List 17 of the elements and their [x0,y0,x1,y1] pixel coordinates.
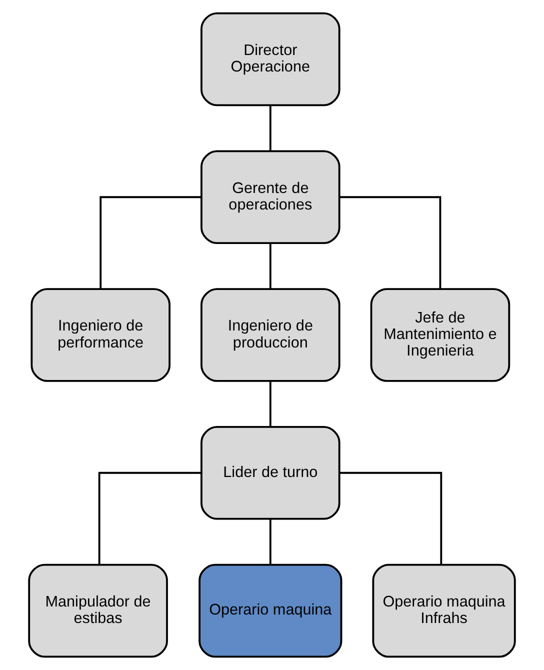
connector [98,472,202,564]
node-box: Gerente de operaciones [200,150,340,244]
node-box: Operario maquina Infrahs [372,564,516,658]
node-box: Jefe de Mantenimiento e Ingenieria [370,288,510,382]
connector [339,196,442,289]
node-box: Ingeniero de produccion [200,288,340,382]
connector [339,472,442,564]
node-box: Lider de turno [200,426,340,520]
connector [269,519,272,564]
connector [269,106,272,151]
node-box: Ingeniero de performance [30,288,170,382]
connector [269,243,272,289]
node-box: Director Operacione [200,12,340,106]
node-box: Operario maquina [198,564,342,658]
connector [269,381,272,426]
connector [100,196,202,289]
node-box: Manipulador de estibas [28,564,168,658]
